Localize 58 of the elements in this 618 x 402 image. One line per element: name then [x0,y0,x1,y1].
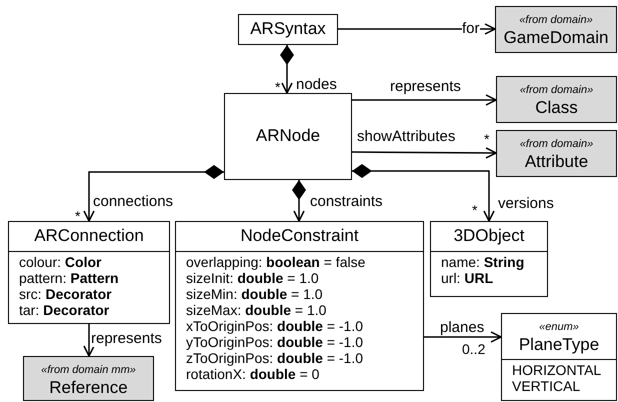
stereotyped-class-box [496,76,617,123]
class-name: ARNode [256,126,320,146]
class-name: GameDomain [504,28,608,48]
composition-arrow [352,164,495,222]
stereotype-label: «enum» [539,321,579,334]
multiplicity-label: * [484,132,490,146]
stereotyped-class-box [23,356,154,401]
attribute-text: sizeMax: double = 1.0 [185,302,328,318]
class-name: Class [535,98,578,118]
class-box [8,221,170,324]
enum-box [501,313,617,401]
composition-arrow [83,165,224,222]
multiplicity-label: 0..2 [462,342,486,356]
attribute-text: tar: Decorator [18,302,110,318]
class-name: ARConnection [34,226,144,246]
class-name: 3DObject [454,226,524,246]
class-box [238,14,338,45]
class-name: Reference [49,378,128,398]
edge-label: represents [390,78,461,95]
stereotyped-class-box [496,130,617,177]
arrow [352,147,497,159]
attribute-text: sizeMin: double = 1.0 [185,286,324,302]
enum-literal: VERTICAL [511,378,582,394]
class-name: NodeConstraint [240,226,359,246]
class-name: PlaneType [518,335,600,355]
attribute-text: url: URL [440,270,494,286]
attribute-text: name: String [440,254,526,270]
arrow [83,324,95,357]
class-box [430,221,548,297]
attribute-text: rotationX: double = 0 [185,366,320,382]
attribute-text: xToOriginPos: double = -1.0 [185,318,364,334]
composition-arrow [292,180,306,222]
attribute-text: sizeInit: double = 1.0 [185,270,320,286]
attribute-text: overlapping: boolean = false [185,254,366,270]
attribute-text: pattern: Pattern [18,270,120,286]
class-box [175,221,424,391]
arrow [338,23,496,35]
class-name: ARSyntax [250,19,326,39]
composition-arrow [280,45,294,94]
enum-literal: HORIZONTAL [511,362,602,378]
stereotype-label: «from domain» [520,138,594,151]
stereotyped-class-box [495,6,617,53]
multiplicity-label: * [75,209,80,223]
class-box [224,93,352,180]
stereotype-label: «from domain mm» [41,364,136,377]
attribute-text: zToOriginPos: double = -1.0 [185,350,364,366]
stereotype-label: «from domain» [519,14,593,27]
multiplicity-label: * [275,80,280,94]
edge-label: represents [91,330,162,347]
arrow [352,94,497,106]
class-name: Attribute [524,152,588,172]
multiplicity-label: * [472,203,478,217]
attribute-text: yToOriginPos: double = -1.0 [185,334,364,350]
arrow [424,331,502,343]
edge-label: planes [440,319,484,336]
stereotype-label: «from domain» [520,84,594,97]
attribute-text: colour: Color [18,254,102,270]
attribute-text: src: Decorator [18,286,113,302]
